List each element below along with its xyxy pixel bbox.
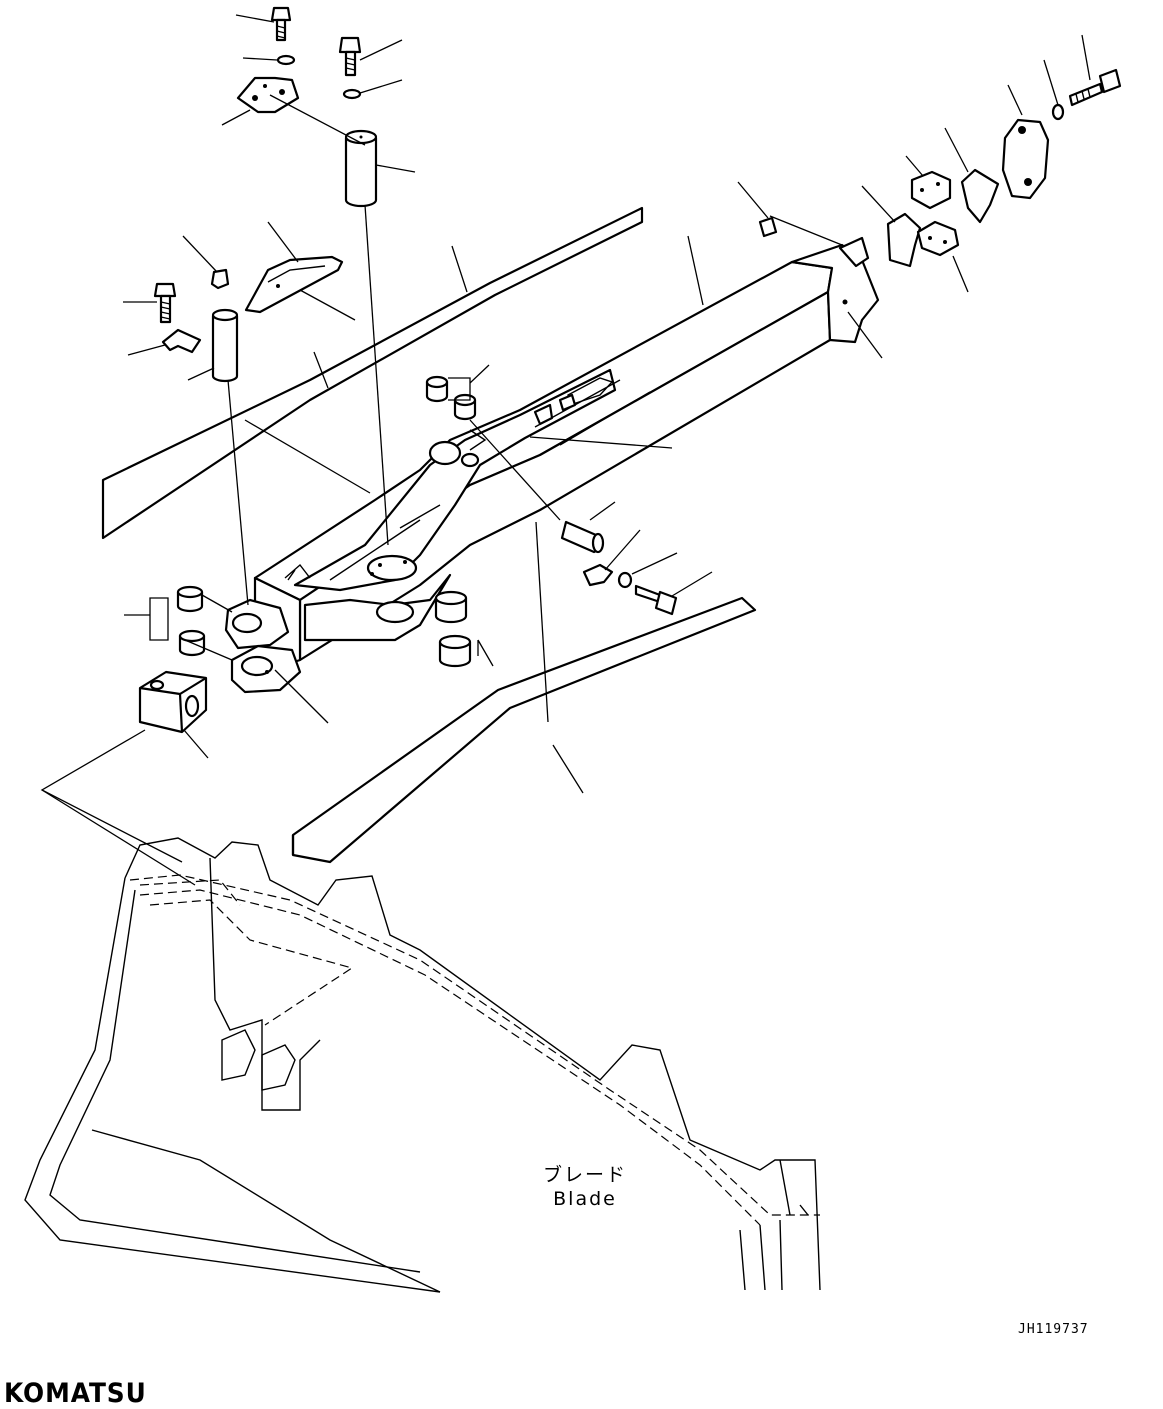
frame-main: [224, 236, 880, 694]
komatsu-logo: KOMATSU: [4, 1378, 147, 1409]
cap-right: [1001, 118, 1050, 200]
drawing-id: JH119737: [1018, 1322, 1089, 1337]
bushing-pair-right: [434, 590, 472, 668]
bolt-top-center: [338, 36, 362, 77]
washer-right: [1051, 103, 1065, 121]
washer-top-center: [342, 88, 362, 100]
bolt-right: [1068, 68, 1122, 107]
washer-center: [617, 571, 633, 589]
blade-label-en: Blade: [553, 1188, 617, 1210]
lock-plate-center: [582, 563, 614, 587]
assembly-lines: [40, 94, 843, 886]
block-bottom-left: [138, 670, 208, 734]
washer-top-left: [276, 54, 296, 66]
blade-label: ブレード Blade: [530, 1163, 640, 1211]
callout-leaders: [123, 14, 1091, 794]
bearing-half-a: [886, 212, 922, 268]
bolt-left: [153, 282, 177, 324]
bearing-half-b: [960, 168, 1000, 224]
bolt-top-left: [270, 6, 292, 42]
pin-vertical-center: [344, 129, 378, 208]
plate-top-left: [236, 76, 300, 114]
pin-vertical-left: [211, 308, 239, 383]
bushing-pair-center: [425, 375, 477, 421]
bolt-center: [634, 584, 678, 616]
blade-outline: [24, 837, 821, 1293]
wear-plate-bottom: [291, 596, 757, 864]
grease-fitting-left: [210, 268, 230, 290]
lock-plate-left: [161, 328, 202, 354]
wear-plate-top-left: [101, 206, 644, 540]
plug-right: [758, 216, 778, 238]
blade-label-jp: ブレード: [542, 1164, 627, 1186]
pin-horizontal-center: [560, 520, 605, 554]
wear-plate-upper-right: [244, 255, 344, 314]
shim-right-b: [910, 170, 952, 210]
shim-right-a: [916, 220, 960, 257]
